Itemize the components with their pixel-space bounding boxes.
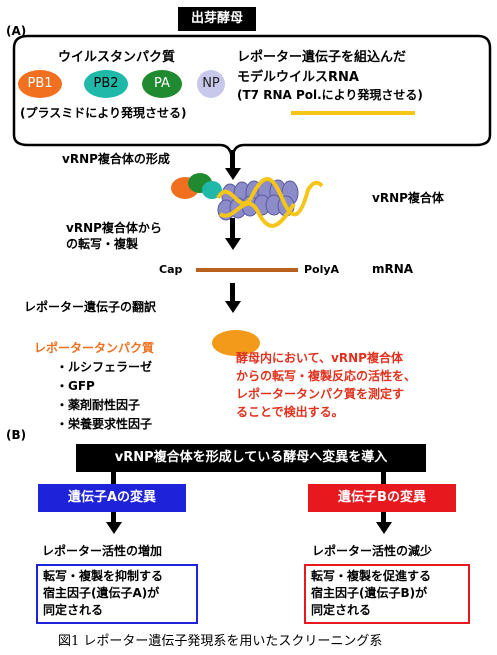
protein-pb1-label: PB1 <box>27 76 53 91</box>
figure-caption: 図1 レポーター遺伝子発現系を用いたスクリーニング系 <box>58 634 383 649</box>
detection-note-line4: ることで検出する。 <box>236 405 344 419</box>
transcription-label-line2: の転写・複製 <box>66 237 139 251</box>
mutation-a-box-line1: 転写・複製を抑制する <box>43 569 164 583</box>
cap-label: Cap <box>159 263 183 276</box>
vrnp-complex-label: vRNP複合体 <box>372 191 444 205</box>
section-b-label: (B) <box>6 428 27 442</box>
reporter-item-4: ・栄養要求性因子 <box>56 417 153 431</box>
virus-protein-title: ウイルスタンパク質 <box>58 50 176 65</box>
mutation-b-box-line2: 宿主因子(遺伝子B)が <box>311 586 428 600</box>
detection-note-line1: 酵母内において、vRNP複合体 <box>236 351 403 365</box>
right-branch-shaft <box>381 472 386 484</box>
mutation-b-box-line3: 同定される <box>311 603 372 617</box>
vrnp-complex-icon <box>171 173 324 228</box>
left-arrow-shaft <box>111 512 116 524</box>
mutation-a-result: レポーター活性の増加 <box>42 544 163 558</box>
vrnp-formation-label: vRNP複合体の形成 <box>62 152 170 166</box>
transcription-label-line1: vRNP複合体から <box>66 221 162 235</box>
mutation-b-result-box: 転写・複製を促進する 宿主因子(遺伝子B)が 同定される <box>304 564 470 624</box>
arrow-3-head <box>225 301 241 313</box>
mutation-a-result-box: 転写・複製を抑制する 宿主因子(遺伝子A)が 同定される <box>36 564 198 624</box>
left-arrow-head <box>106 522 122 534</box>
protein-pb2-label: PB2 <box>93 76 119 91</box>
arrow-1-shaft <box>230 150 235 170</box>
protein-pa-label: PA <box>154 76 170 91</box>
arrow-2-shaft <box>230 218 235 240</box>
mutation-b-result: レポーター活性の減少 <box>312 544 433 558</box>
mrna-label: mRNA <box>372 262 414 276</box>
section-a-label: (A) <box>6 24 27 38</box>
mutation-a-box-line3: 同定される <box>43 603 104 617</box>
arrow-2-head <box>225 238 241 250</box>
protein-pa: PA <box>142 70 182 98</box>
reporter-rna-line2: モデルウイルスRNA <box>237 70 359 85</box>
model-rna-line <box>291 111 415 115</box>
right-arrow-head <box>376 522 392 534</box>
reporter-protein-oval <box>212 330 260 356</box>
yeast-title-bar: 出芽酵母 <box>178 7 256 31</box>
detection-note-line3: レポータータンパク質を測定す <box>236 387 405 401</box>
reporter-item-2: ・GFP <box>56 379 95 393</box>
mutation-b-box-line1: 転写・複製を促進する <box>311 569 432 583</box>
arrow-3-shaft <box>230 283 235 303</box>
polya-label: PolyA <box>304 263 340 276</box>
reporter-item-3: ・薬剤耐性因子 <box>56 398 141 412</box>
detection-note-line2: からの転写・複製反応の活性を、 <box>236 369 417 383</box>
arrow-1-head <box>225 168 241 180</box>
left-branch-shaft <box>111 472 116 484</box>
reporter-rna-line3: (T7 RNA Pol.により発現させる) <box>237 88 423 102</box>
mutation-b-label: 遺伝子Bの変異 <box>308 484 456 512</box>
reporter-rna-line1: レポーター遺伝子を組込んだ <box>237 50 407 65</box>
protein-pb2: PB2 <box>84 70 128 98</box>
reporter-item-1: ・ルシフェラーゼ <box>56 360 153 374</box>
protein-pb1: PB1 <box>18 70 62 98</box>
mrna-line <box>196 268 298 272</box>
protein-np-label: NP <box>202 76 220 91</box>
right-arrow-shaft <box>381 512 386 524</box>
reporter-protein-title: レポータータンパク質 <box>34 341 155 355</box>
mutation-banner: vRNP複合体を形成している酵母へ変異を導入 <box>76 444 426 472</box>
plasmid-note: (プラスミドにより発現させる) <box>20 106 187 120</box>
translation-label: レポーター遺伝子の翻訳 <box>24 300 157 314</box>
mutation-a-label: 遺伝子Aの変異 <box>38 484 186 512</box>
protein-np: NP <box>197 70 225 98</box>
mutation-a-box-line2: 宿主因子(遺伝子A)が <box>43 586 160 600</box>
